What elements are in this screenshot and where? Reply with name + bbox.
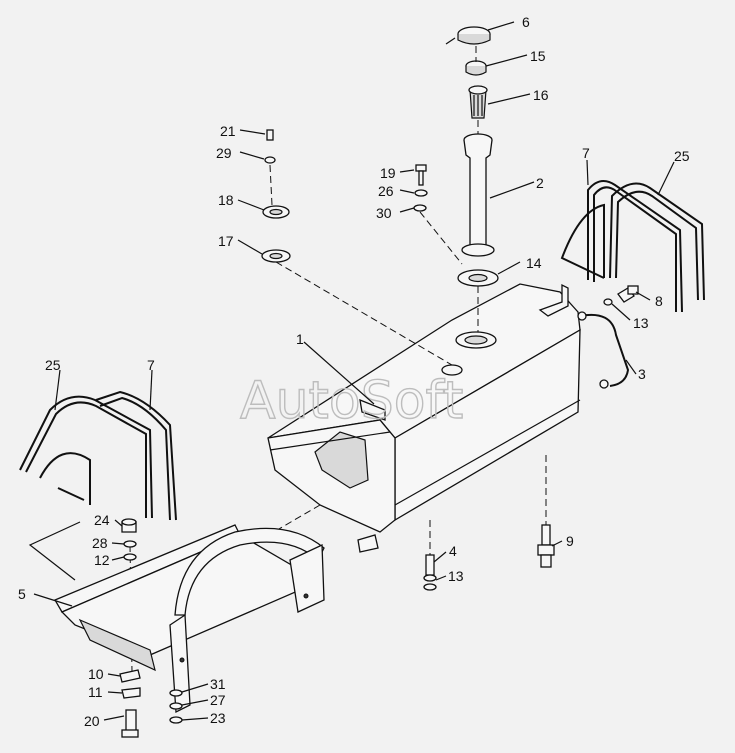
callout-19: 18 bbox=[218, 192, 234, 208]
callout-28: 28 bbox=[92, 535, 108, 551]
callout-22: 21 bbox=[220, 123, 236, 139]
watermark-text: AutoSoft bbox=[240, 371, 463, 431]
callout-8: 8 bbox=[655, 293, 663, 309]
callout-7-left: 7 bbox=[147, 357, 155, 373]
callout-4: 4 bbox=[449, 543, 457, 559]
callout-23: 23 bbox=[210, 710, 226, 726]
callout-25-left: 25 bbox=[45, 357, 61, 373]
callout-6: 6 bbox=[522, 14, 530, 30]
callout-18: 17 bbox=[218, 233, 234, 249]
fuel-tank bbox=[267, 283, 581, 553]
callout-21: 20 bbox=[84, 713, 100, 729]
callout-29: 29 bbox=[216, 145, 232, 161]
fuel-line-3 bbox=[577, 285, 639, 389]
callout-26: 26 bbox=[378, 183, 394, 199]
bolt-set-20-26-30 bbox=[413, 164, 428, 212]
drain-plug-9 bbox=[537, 524, 555, 568]
fasteners-left bbox=[119, 518, 141, 738]
callout-24: 24 bbox=[94, 512, 110, 528]
mounting-straps-right bbox=[560, 180, 705, 313]
callout-9: 9 bbox=[566, 533, 574, 549]
callout-10: 10 bbox=[88, 666, 104, 682]
callout-20: 19 bbox=[380, 165, 396, 181]
callout-13: 13 bbox=[448, 568, 464, 584]
filler-neck-assembly bbox=[445, 26, 499, 287]
callout-2: 2 bbox=[536, 175, 544, 191]
leader-lines bbox=[28, 21, 675, 721]
mounting-straps-left bbox=[19, 390, 177, 521]
callout-3: 3 bbox=[638, 366, 646, 382]
callout-labels: 6 15 16 2 14 1 21 29 18 17 19 26 30 7 25… bbox=[18, 14, 690, 729]
callout-14: 13 bbox=[633, 315, 649, 331]
fasteners-center bbox=[169, 689, 183, 724]
callout-27: 27 bbox=[210, 692, 226, 708]
bolt-4-washer-13 bbox=[423, 554, 437, 591]
support-cradle bbox=[54, 524, 325, 714]
callout-30: 30 bbox=[376, 205, 392, 221]
callout-25-right: 25 bbox=[674, 148, 690, 164]
callout-5: 5 bbox=[18, 586, 26, 602]
callout-11: 11 bbox=[88, 684, 103, 700]
callout-31: 31 bbox=[210, 676, 226, 692]
sensor-parts-18-19-22-29 bbox=[261, 129, 291, 263]
callout-15: 14 bbox=[526, 255, 542, 271]
callout-1: 1 bbox=[296, 331, 304, 347]
callout-17: 16 bbox=[533, 87, 549, 103]
callout-12: 12 bbox=[94, 552, 110, 568]
callout-7-right: 7 bbox=[582, 145, 590, 161]
callout-16: 15 bbox=[530, 48, 546, 64]
